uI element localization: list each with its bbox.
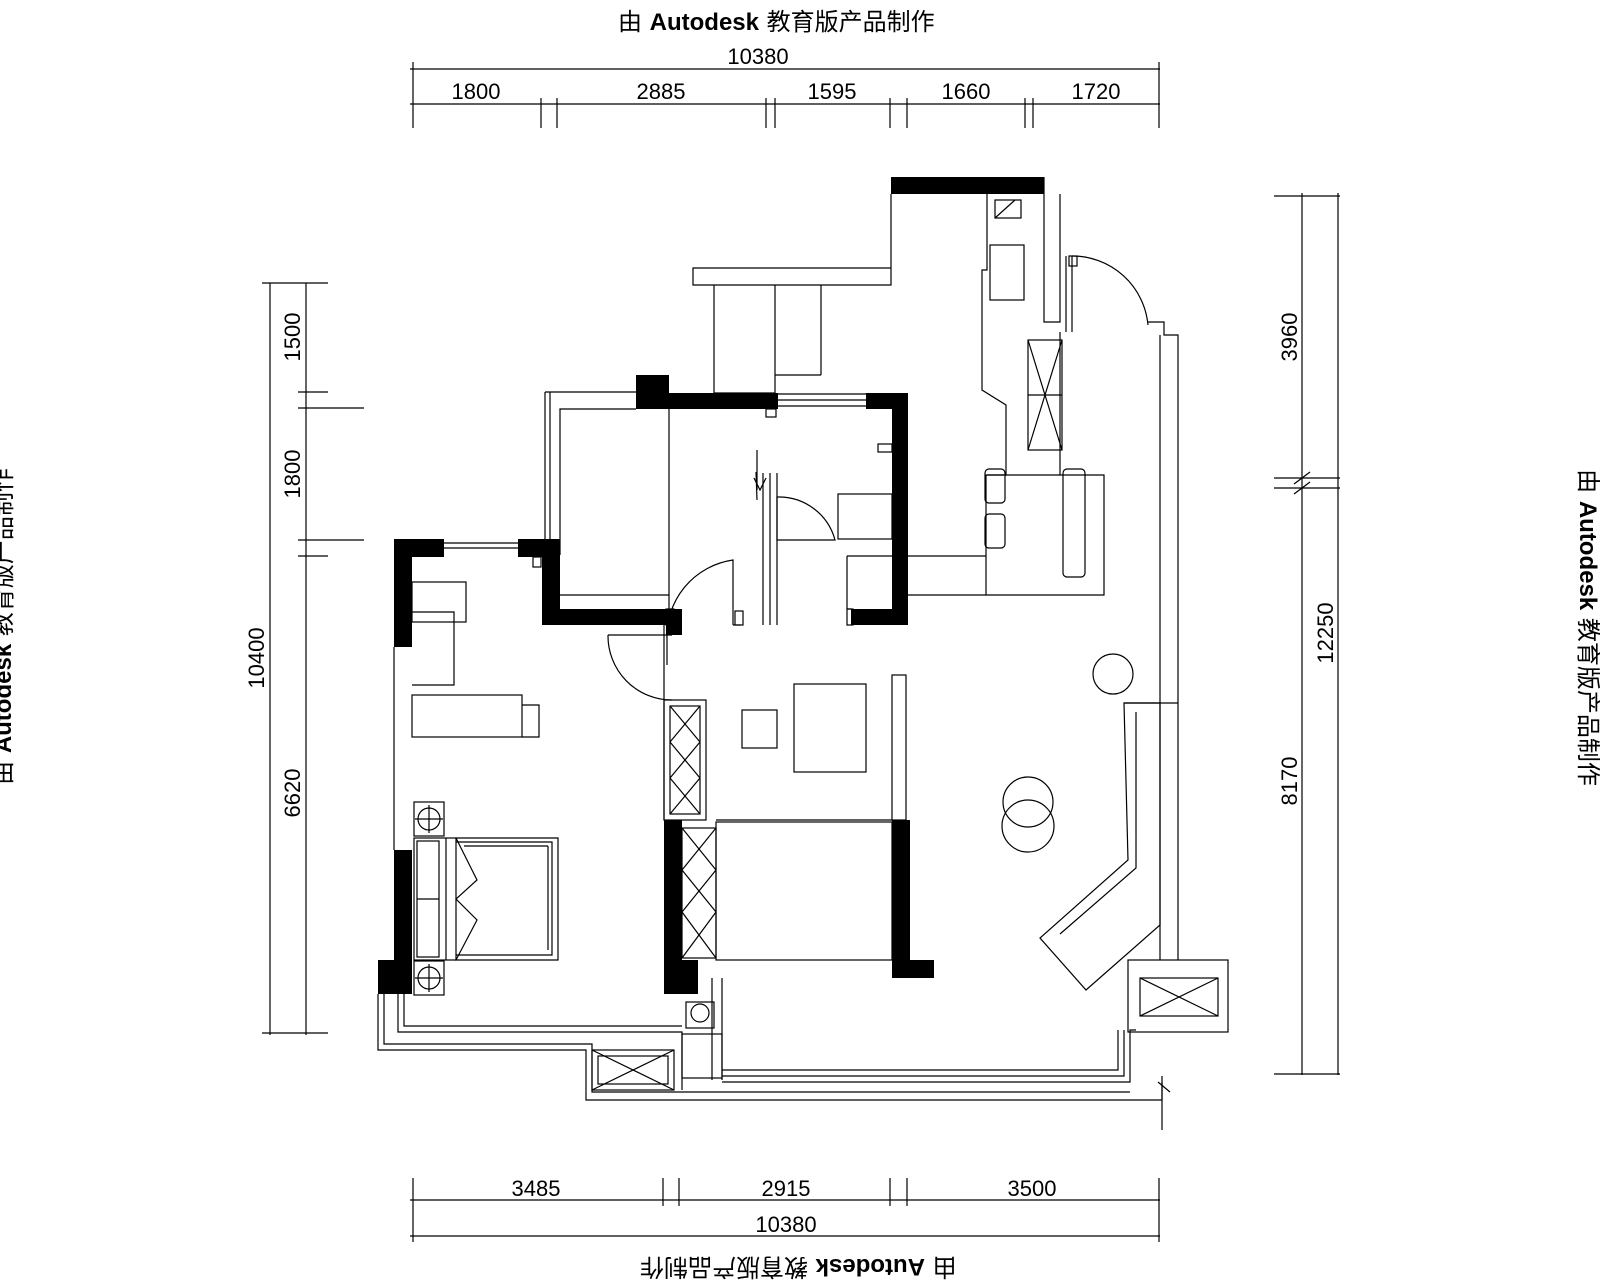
dim-top-seg: 1595 — [808, 79, 857, 104]
dim-top-seg: 1660 — [942, 79, 991, 104]
dim-top-seg: 1720 — [1072, 79, 1121, 104]
dim-top-total: 10380 — [727, 44, 788, 69]
dim-left-seg: 1800 — [280, 450, 305, 499]
dim-bottom-seg: 2915 — [762, 1176, 811, 1201]
dim-bottom-total: 10380 — [755, 1212, 816, 1237]
dimension-top: 10380 1800 2885 1595 1660 1720 — [410, 44, 1160, 128]
dimension-left: 10400 1500 1800 6620 — [244, 282, 364, 1035]
thin-walls — [377, 177, 1229, 1130]
dim-left-total: 10400 — [244, 627, 269, 688]
dim-right-total: 12250 — [1313, 602, 1338, 663]
dim-right-seg: 3960 — [1277, 313, 1302, 362]
dimension-right: 3960 12250 8170 — [1274, 193, 1340, 1075]
dim-top-seg: 2885 — [637, 79, 686, 104]
dim-left-seg: 1500 — [280, 313, 305, 362]
dim-bottom-seg: 3500 — [1008, 1176, 1057, 1201]
dimension-bottom: 3485 2915 3500 10380 — [410, 1176, 1160, 1242]
dim-top-seg: 1800 — [452, 79, 501, 104]
watermark-top: 由 Autodesk 教育版产品制作 — [618, 8, 935, 36]
dim-right-seg: 8170 — [1277, 757, 1302, 806]
dim-left-seg: 6620 — [280, 769, 305, 818]
solid-walls — [378, 177, 1044, 994]
dim-bottom-seg: 3485 — [512, 1176, 561, 1201]
